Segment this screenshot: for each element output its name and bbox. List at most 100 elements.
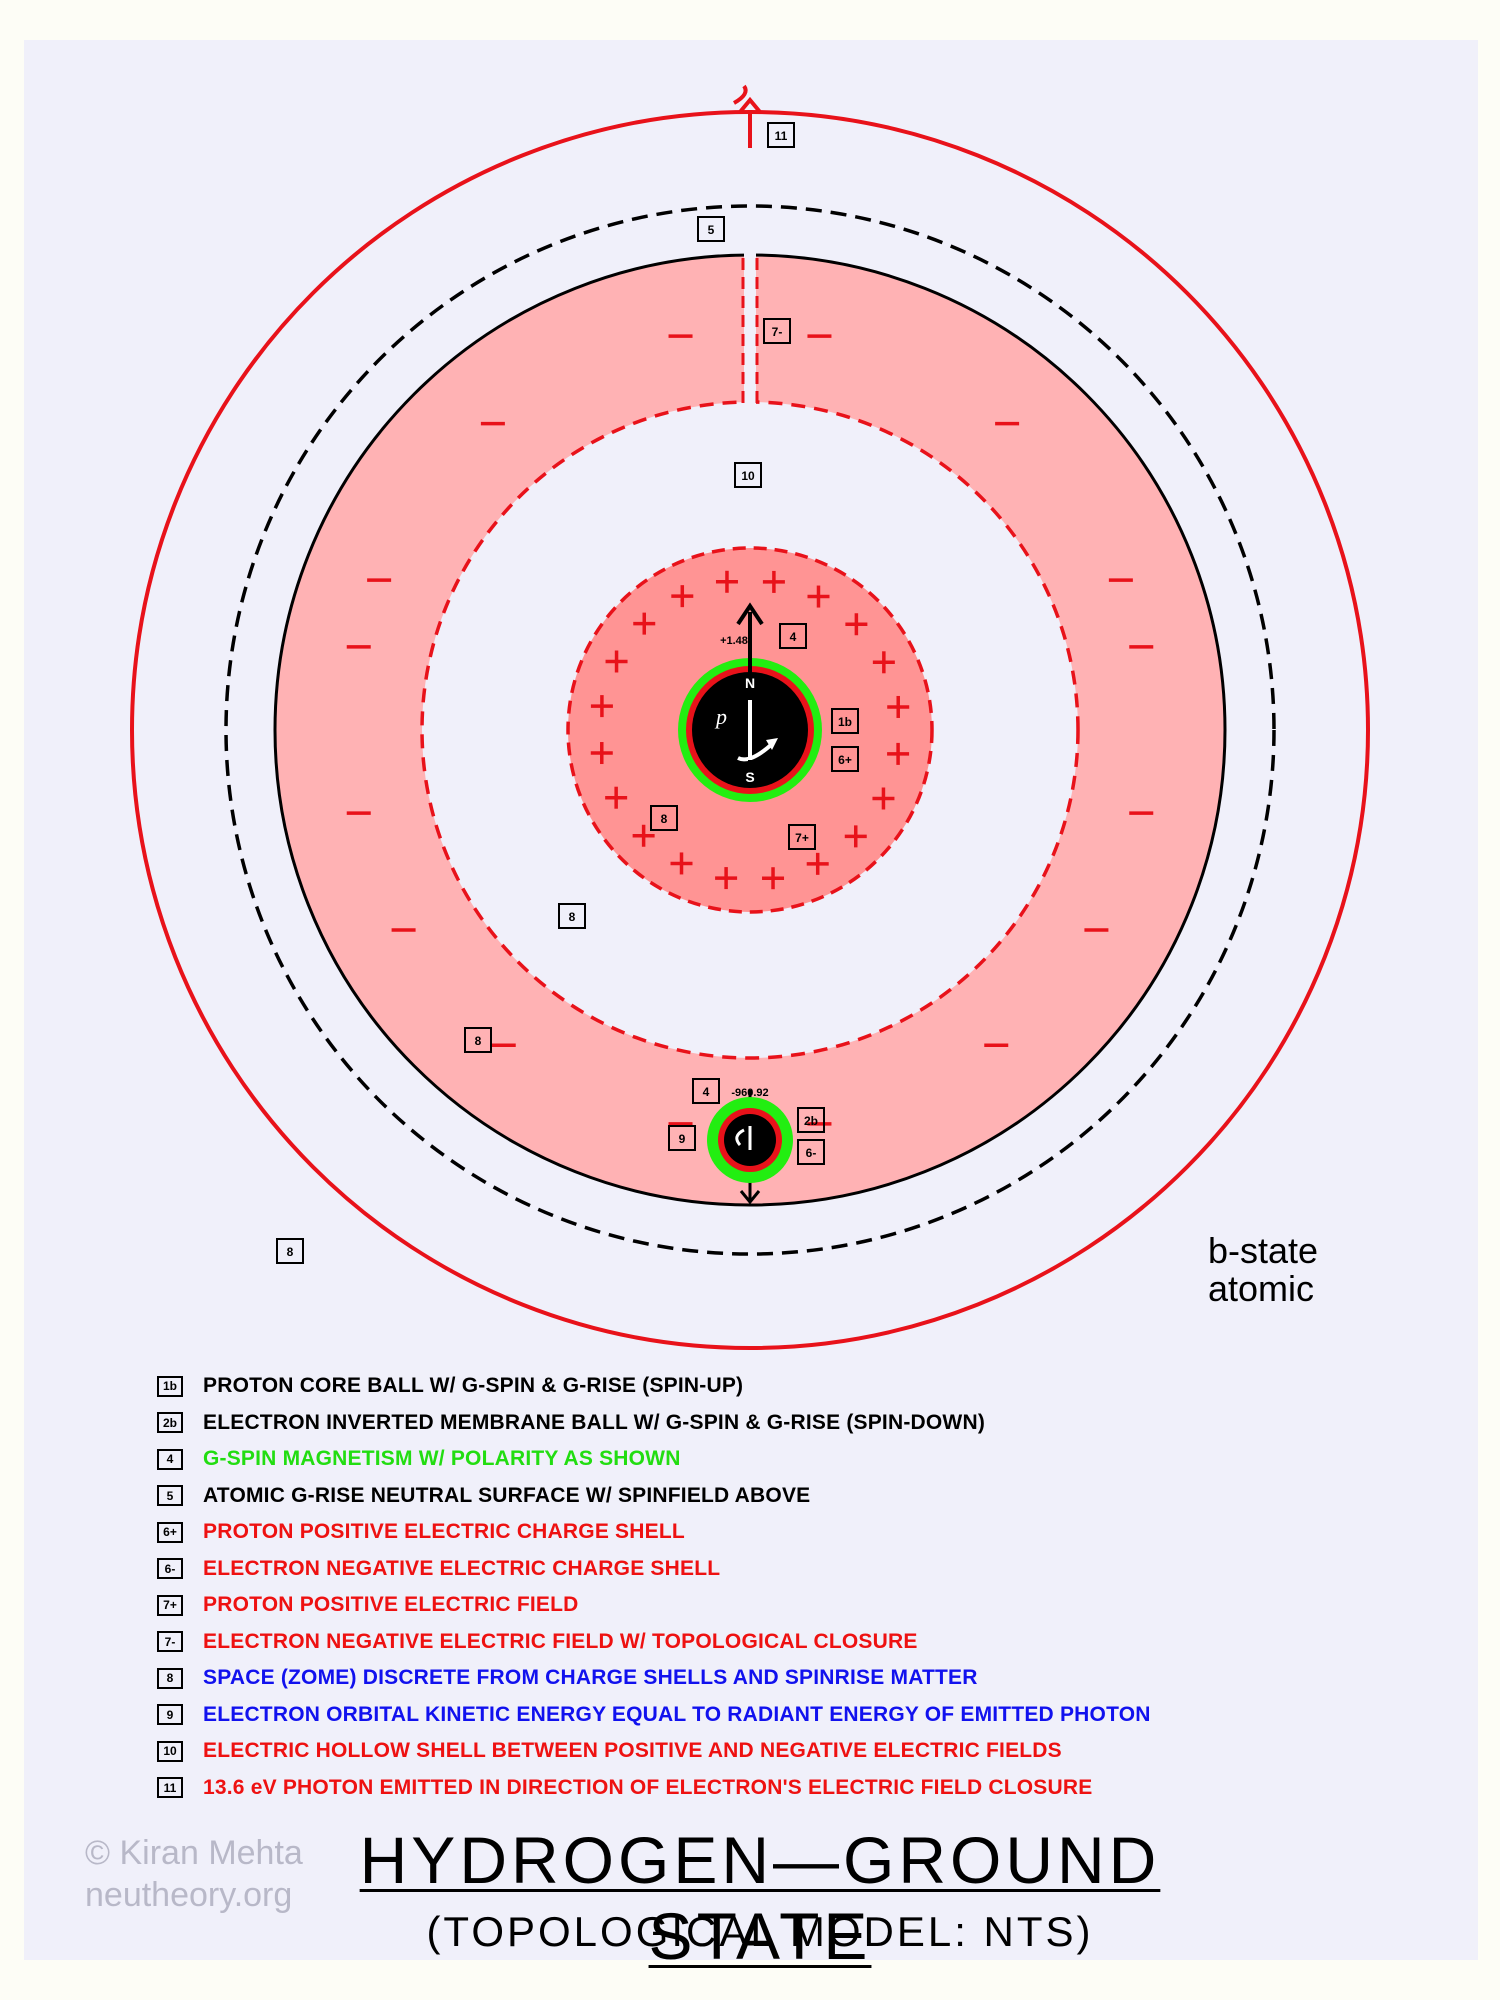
legend-number: 6+ [157,1521,183,1543]
legend-text: ATOMIC G-RISE NEUTRAL SURFACE W/ SPINFIE… [203,1483,811,1507]
page-subtitle: (TOPOLOGICAL MODEL: NTS) [426,1908,1094,1955]
plus-sign [670,852,693,875]
north-pole-label: N [745,675,755,691]
marker-label: 1b [838,715,852,729]
legend-number: 8 [157,1667,183,1689]
marker-7+: 7+ [788,824,816,850]
legend-row: 9 ELECTRON ORBITAL KINETIC ENERGY EQUAL T… [157,1697,1397,1734]
plus-sign [762,867,785,890]
marker-6+: 6+ [831,746,859,772]
marker-label: 7+ [795,831,809,845]
proton-letter: p [714,704,727,729]
legend-number: 4 [157,1448,183,1470]
marker-label: 2b [804,1114,818,1128]
electron-down-arrow [739,1190,761,1205]
marker-label: 11 [775,129,788,143]
marker-label: 4 [790,630,797,644]
state-label-line-1: b-state [1208,1230,1319,1271]
plus-sign [887,695,910,718]
legend-text: ELECTRON NEGATIVE ELECTRIC FIELD W/ TOPO… [203,1629,918,1653]
legend-text: G-SPIN MAGNETISM W/ POLARITY AS SHOWN [203,1447,681,1471]
marker-label: 7- [772,325,783,339]
plus-sign [632,824,655,847]
plus-sign [845,613,868,636]
plus-sign [762,570,785,593]
marker-10: 10 [734,462,762,488]
numbered-markers: 11 5 7- 10 4 1b 6+ 8 7+ 8 8 4 2b 9 6- 8 [276,122,859,1264]
legend-row: 8 SPACE (ZOME) DISCRETE FROM CHARGE SHELL… [157,1660,1397,1697]
legend-text: PROTON POSITIVE ELECTRIC FIELD [203,1593,579,1617]
legend-text: ELECTRIC HOLLOW SHELL BETWEEN POSITIVE A… [203,1739,1062,1763]
legend-row: 4 G-SPIN MAGNETISM W/ POLARITY AS SHOWN [157,1441,1397,1478]
plus-sign [605,786,628,809]
state-label-line-2: atomic [1208,1268,1315,1309]
plus-sign [806,852,829,875]
plus-sign [605,650,628,673]
marker-label: 10 [741,469,755,483]
electron-spin-arrow [735,1128,745,1146]
plus-sign [590,695,613,718]
marker-4: 4 [692,1078,720,1104]
page-title: HYDROGEN—GROUND STATE [359,1823,1161,1973]
marker-label: 9 [679,1132,686,1146]
marker-label: 5 [708,223,715,237]
electron-field-minus-signs [346,334,1154,1126]
legend-row: 7+ PROTON POSITIVE ELECTRIC FIELD [157,1587,1397,1624]
state-label: b-state atomic [1208,1232,1318,1308]
marker-2b: 2b [797,1107,825,1133]
marker-9: 9 [668,1125,696,1151]
legend-text: 13.6 eV PHOTON EMITTED IN DIRECTION OF E… [203,1775,1093,1799]
proton-energy-value: +1.48 [720,635,748,647]
hydrogen-diagram: N S p +1.48 -960.92 11 5 7- 10 4 1b 6+ 8 7+ 8 8 4 2b… [130,84,1370,1350]
marker-label: 4 [703,1085,710,1099]
marker-label: 8 [475,1034,482,1048]
plus-sign [807,585,830,608]
neutral-surface-ring [224,204,1276,1256]
marker-5: 5 [697,216,725,242]
plus-sign [872,787,895,810]
marker-label: 8 [569,910,576,924]
south-pole-label: S [745,769,754,785]
closure-gap [744,253,756,405]
copyright-line-1: © Kiran Mehta [85,1834,303,1872]
plus-sign [887,742,910,765]
electron-core: -960.92 [707,1087,793,1205]
legend-number: 6- [157,1558,183,1580]
legend-text: ELECTRON NEGATIVE ELECTRIC CHARGE SHELL [203,1556,721,1580]
legend-row: 10 ELECTRIC HOLLOW SHELL BETWEEN POSITIVE… [157,1733,1397,1770]
marker-4: 4 [779,623,807,649]
legend-number: 7+ [157,1594,183,1616]
marker-6-: 6- [797,1139,825,1165]
legend-text: ELECTRON ORBITAL KINETIC ENERGY EQUAL TO… [203,1702,1151,1726]
legend-text: SPACE (ZOME) DISCRETE FROM CHARGE SHELLS… [203,1666,978,1690]
proton-core: N S p +1.48 [678,602,822,802]
marker-11: 11 [767,122,795,148]
photon-emission-arrow [732,84,762,148]
legend-number: 7- [157,1631,183,1653]
marker-label: 6- [806,1146,817,1160]
legend-number: 9 [157,1704,183,1726]
marker-label: 8 [287,1245,294,1259]
marker-8: 8 [558,903,586,929]
copyright-watermark: © Kiran Mehta neutheory.org [85,1832,303,1916]
plus-sign [590,742,613,765]
marker-7-: 7- [763,318,791,344]
marker-8: 8 [650,805,678,831]
legend-number: 10 [157,1740,183,1762]
proton-up-arrow [736,602,764,626]
proton-field-plus-signs [590,570,910,890]
copyright-line-2: neutheory.org [85,1876,293,1914]
plus-sign [844,825,867,848]
proton-spin-arrow [737,742,774,762]
legend-text: PROTON POSITIVE ELECTRIC CHARGE SHELL [203,1520,685,1544]
plus-sign [633,612,656,635]
marker-8: 8 [276,1238,304,1264]
plus-sign [671,585,694,608]
marker-8: 8 [464,1027,492,1053]
plus-sign [715,867,738,890]
